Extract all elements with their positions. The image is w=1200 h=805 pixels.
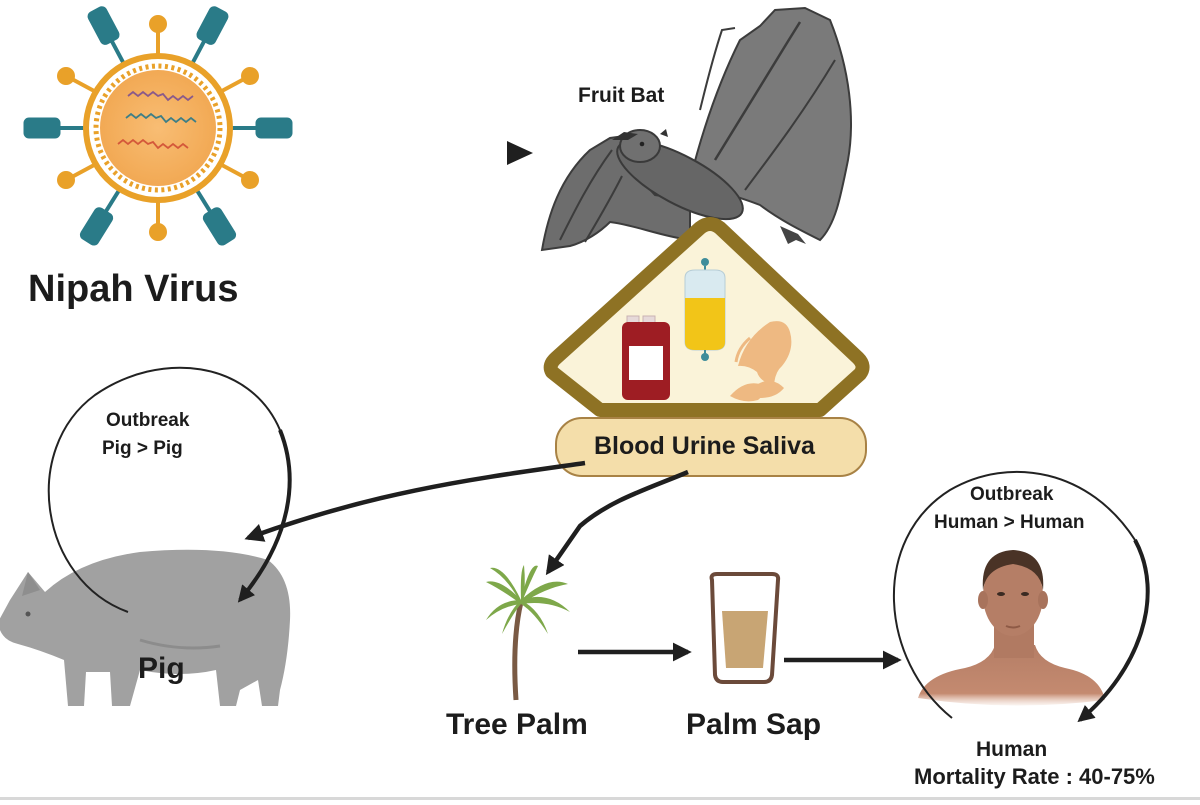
virus-label: Nipah Virus — [28, 268, 239, 310]
fluids-label: Blood Urine Saliva — [594, 432, 815, 460]
mortality-rate: Mortality Rate : 40-75% — [914, 764, 1155, 789]
pig-outbreak-cycle — [47, 366, 292, 613]
human-cycle-subtitle: Human > Human — [934, 512, 1085, 533]
blood-bag-icon — [622, 315, 670, 400]
sap-label: Palm Sap — [686, 708, 822, 741]
saliva-icon — [730, 321, 792, 402]
arrow-fluids-to-palm — [545, 469, 689, 576]
bottom-divider — [0, 797, 1200, 800]
palm-tree-icon — [486, 565, 570, 701]
human-label: Human — [976, 738, 1048, 761]
human-icon — [918, 550, 1105, 706]
fruit-bat-icon — [540, 6, 852, 252]
virus-icon — [23, 6, 293, 246]
bat-label: Fruit Bat — [578, 84, 665, 107]
pig-label: Pig — [138, 652, 185, 685]
fluids-panel — [543, 217, 870, 477]
tree-label: Tree Palm — [446, 708, 588, 741]
arrow-fluids-to-pig — [244, 460, 586, 542]
glass-icon — [709, 572, 781, 684]
arrow-virus-to-bat — [300, 141, 533, 165]
pig-cycle-title: Outbreak — [106, 410, 190, 431]
pig-cycle-subtitle: Pig > Pig — [102, 438, 183, 459]
human-cycle-title: Outbreak — [970, 484, 1054, 505]
human-outbreak-cycle — [893, 470, 1150, 723]
pig-icon — [0, 549, 291, 706]
urine-bag-icon — [684, 258, 726, 361]
